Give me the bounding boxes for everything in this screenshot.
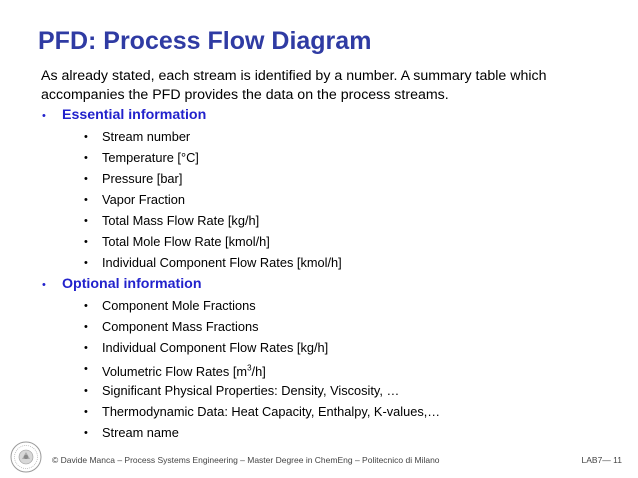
- list-item-label: Stream number: [102, 129, 191, 144]
- list-item-label: Stream name: [102, 425, 179, 440]
- bullet-dot-icon: •: [84, 363, 88, 375]
- politecnico-seal-icon: [10, 441, 42, 473]
- bullet-dot-icon: •: [42, 279, 46, 291]
- bullet-dot-icon: •: [84, 300, 88, 312]
- list-item: • Component Mass Fractions: [84, 319, 259, 335]
- intro-paragraph: As already stated, each stream is identi…: [41, 68, 547, 103]
- section-heading-optional: • Optional information: [42, 275, 202, 293]
- bullet-dot-icon: •: [84, 173, 88, 185]
- list-item: • Vapor Fraction: [84, 192, 185, 208]
- list-item-label: Thermodynamic Data: Heat Capacity, Entha…: [102, 404, 441, 419]
- list-item-label: Volumetric Flow Rates [m3/h]: [102, 364, 266, 379]
- list-item: • Significant Physical Properties: Densi…: [84, 383, 400, 399]
- list-item-label: Total Mass Flow Rate [kg/h]: [102, 213, 260, 228]
- bullet-dot-icon: •: [84, 194, 88, 206]
- list-item-label: Temperature [°C]: [102, 150, 199, 165]
- bullet-dot-icon: •: [84, 152, 88, 164]
- list-item-label: Individual Component Flow Rates [kmol/h]: [102, 255, 342, 270]
- bullet-dot-icon: •: [84, 321, 88, 333]
- list-item: • Individual Component Flow Rates [kmol/…: [84, 255, 342, 271]
- bullet-dot-icon: •: [84, 236, 88, 248]
- bullet-dot-icon: •: [84, 342, 88, 354]
- section-heading-label: Optional information: [62, 276, 202, 292]
- bullet-dot-icon: •: [84, 215, 88, 227]
- bullet-dot-icon: •: [42, 110, 46, 122]
- section-heading-label: Essential information: [62, 107, 207, 123]
- list-item-label: Component Mole Fractions: [102, 298, 256, 313]
- list-item: • Temperature [°C]: [84, 150, 199, 166]
- bullet-dot-icon: •: [84, 385, 88, 397]
- list-item: • Stream number: [84, 129, 191, 145]
- list-item-label: Vapor Fraction: [102, 192, 185, 207]
- list-item-label: Pressure [bar]: [102, 171, 183, 186]
- bullet-dot-icon: •: [84, 131, 88, 143]
- list-item: • Component Mole Fractions: [84, 298, 256, 314]
- bullet-dot-icon: •: [84, 406, 88, 418]
- list-item: • Thermodynamic Data: Heat Capacity, Ent…: [84, 404, 441, 420]
- list-item: • Total Mole Flow Rate [kmol/h]: [84, 234, 270, 250]
- section-heading-essential: • Essential information: [42, 106, 207, 124]
- footer-credit: © Davide Manca – Process Systems Enginee…: [52, 455, 440, 465]
- list-item: • Total Mass Flow Rate [kg/h]: [84, 213, 260, 229]
- bullet-dot-icon: •: [84, 257, 88, 269]
- slide-title: PFD: Process Flow Diagram: [38, 27, 372, 55]
- list-item-label: Total Mole Flow Rate [kmol/h]: [102, 234, 270, 249]
- page-number: LAB7— 11: [581, 455, 622, 465]
- list-item: • Pressure [bar]: [84, 171, 183, 187]
- volumetric-prefix: Volumetric Flow Rates [m: [102, 364, 248, 380]
- volumetric-superscript: 3: [247, 364, 252, 373]
- list-item-label: Component Mass Fractions: [102, 319, 259, 334]
- volumetric-suffix: /h]: [251, 364, 266, 380]
- list-item: • Individual Component Flow Rates [kg/h]: [84, 340, 329, 356]
- list-item: • Stream name: [84, 425, 179, 441]
- list-item-label: Individual Component Flow Rates [kg/h]: [102, 340, 329, 355]
- list-item-label: Significant Physical Properties: Density…: [102, 383, 400, 398]
- bullet-dot-icon: •: [84, 427, 88, 439]
- list-item: • Volumetric Flow Rates [m3/h]: [84, 361, 266, 380]
